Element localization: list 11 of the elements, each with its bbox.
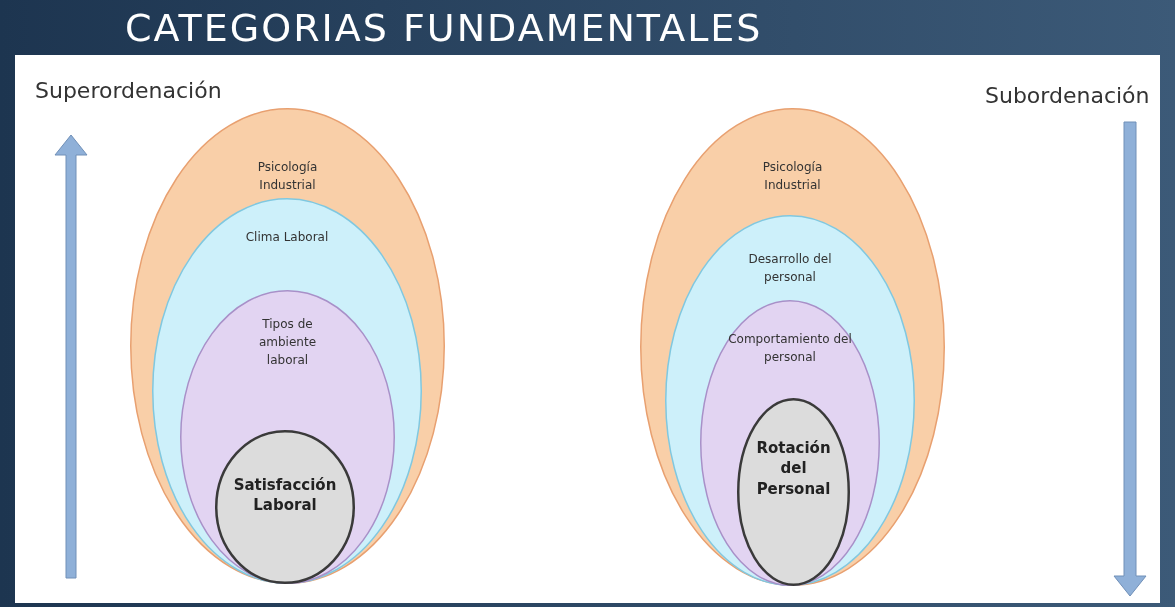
title: CATEGORIAS FUNDAMENTALES	[125, 6, 763, 50]
category-label: Psicología Industrial	[761, 159, 824, 194]
category-label: Clima Laboral	[244, 229, 330, 246]
side-label: Subordenación	[985, 83, 1150, 108]
category-label: Psicología Industrial	[256, 159, 319, 194]
category-label: Comportamiento del personal	[727, 331, 853, 366]
category-label: Rotación del Personal	[755, 438, 832, 499]
category-label: Desarrollo del personal	[747, 251, 833, 286]
category-label: Satisfacción Laboral	[232, 475, 338, 516]
side-label: Superordenación	[35, 78, 222, 103]
category-label: Tipos de ambiente laboral	[257, 316, 318, 369]
